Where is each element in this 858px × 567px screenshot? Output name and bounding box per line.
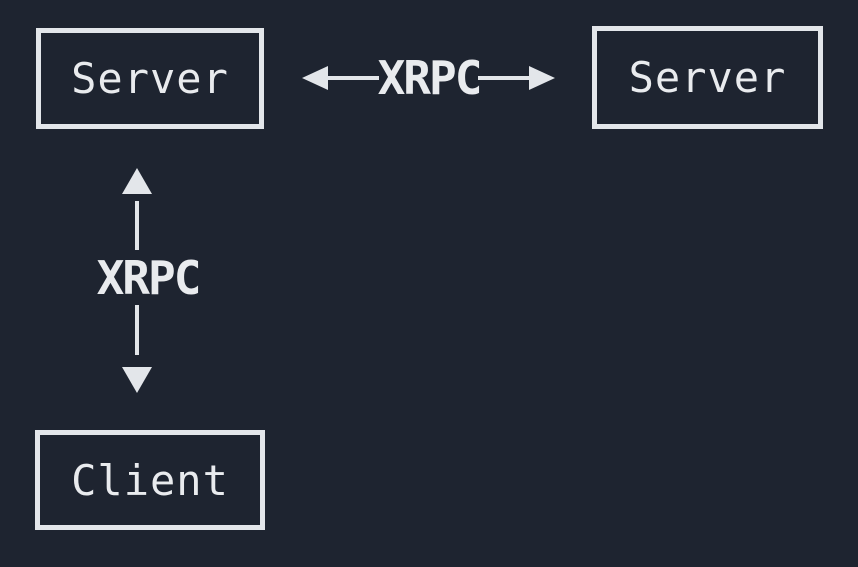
edge-label-xrpc-horizontal: XRPC <box>377 51 483 105</box>
edge-line-vertical-bottom <box>135 305 139 355</box>
edge-line-horizontal-right <box>478 76 530 80</box>
arrowhead-right-icon <box>529 66 555 90</box>
node-server-right-label: Server <box>628 53 787 102</box>
arrowhead-left-icon <box>302 66 328 90</box>
arrowhead-up-icon <box>122 168 152 194</box>
node-server-left: Server <box>36 28 264 129</box>
node-client-label: Client <box>71 455 229 505</box>
edge-label-xrpc-vertical: XRPC <box>96 251 202 305</box>
node-client: Client <box>35 430 265 530</box>
node-server-right: Server <box>592 26 823 129</box>
edge-line-horizontal-left <box>328 76 379 80</box>
node-server-left-label: Server <box>71 54 229 103</box>
arrowhead-down-icon <box>122 367 152 393</box>
edge-line-vertical-top <box>135 201 139 250</box>
